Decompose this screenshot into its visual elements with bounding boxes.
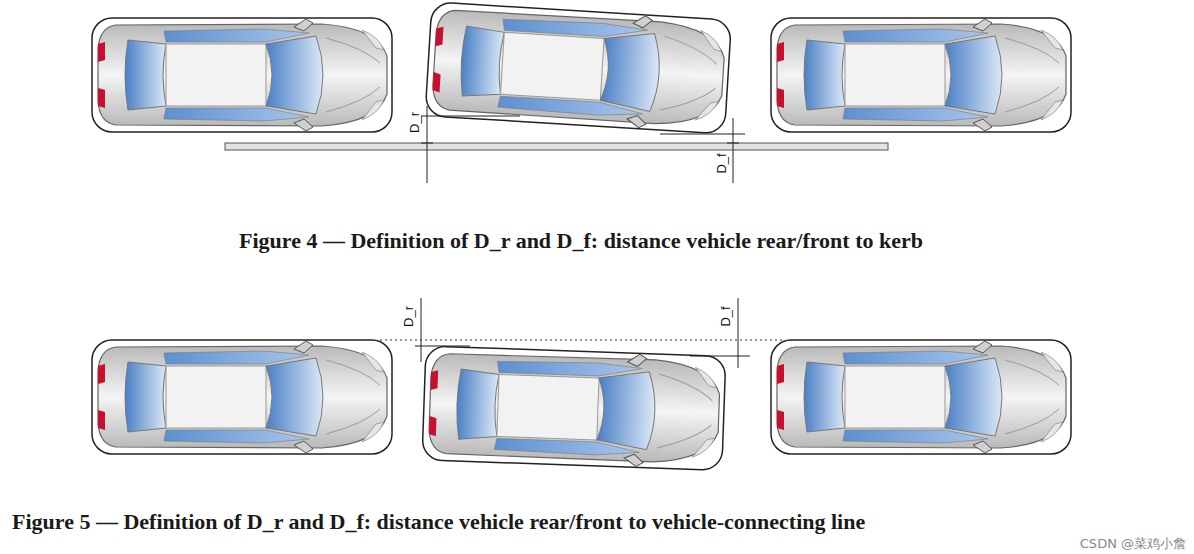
parked-car bbox=[771, 18, 1071, 132]
figure-caption: Figure 5 — Definition of D_r and D_f: di… bbox=[12, 509, 865, 534]
dimension-lines bbox=[415, 298, 750, 368]
parked-car bbox=[771, 340, 1071, 454]
parked-car bbox=[92, 18, 392, 132]
dimension-lines bbox=[421, 106, 745, 183]
vehicle-connecting-line bbox=[380, 339, 782, 340]
figure-caption: Figure 4 — Definition of D_r and D_f: di… bbox=[239, 228, 923, 253]
dimension-label: D_f bbox=[719, 306, 734, 326]
kerb bbox=[225, 143, 888, 150]
parking-car bbox=[425, 2, 731, 134]
watermark: CSDN @菜鸡小詹 bbox=[1080, 537, 1186, 552]
parked-car bbox=[92, 340, 392, 454]
parking-car bbox=[422, 346, 726, 470]
dimension-label: D_r bbox=[408, 112, 423, 133]
dimension-label: D_f bbox=[715, 153, 730, 173]
dimension-label: D_r bbox=[402, 306, 417, 327]
